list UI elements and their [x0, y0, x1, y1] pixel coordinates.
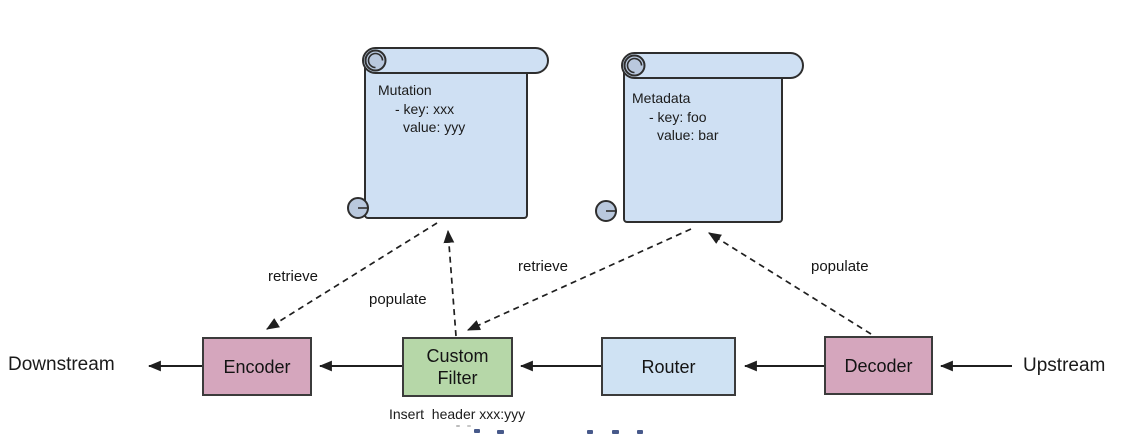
node-label: Encoder [223, 356, 291, 377]
node-label: Custom Filter [426, 346, 489, 388]
populate-label: populate [369, 291, 427, 308]
encoder-node: Encoder [202, 337, 312, 396]
node-label: Router [641, 356, 696, 377]
cropped-content-mark [497, 430, 504, 434]
retrieve-label: retrieve [268, 268, 319, 285]
custom-filter-node: Custom Filter [402, 337, 513, 397]
cropped-content-mark [467, 425, 471, 427]
populate-label: populate [811, 258, 869, 275]
cropped-content-mark [474, 429, 480, 433]
cropped-content-mark [456, 425, 460, 427]
decoder-node: Decoder [824, 336, 933, 395]
node-label: Decoder [844, 355, 913, 376]
scroll-line: value: bar [657, 127, 719, 143]
scroll-line: - key: xxx [395, 100, 455, 117]
cropped-content-mark [587, 430, 593, 434]
metadata-scroll-text: Metadata - key: foo value: bar [632, 89, 718, 145]
cropped-content-mark [637, 430, 643, 434]
router-node: Router [601, 337, 736, 396]
scroll-line: - key: foo [649, 108, 707, 125]
metadata-scroll-shape [595, 52, 804, 223]
scroll-title: Mutation [378, 82, 432, 98]
scroll-line: value: yyy [403, 119, 466, 135]
mutation-scroll-text: Mutation - key: xxx value: yyy [378, 81, 465, 137]
downstream-label: Downstream [8, 354, 115, 375]
arrow-retrieve-mutation-to-encoder [266, 222, 438, 330]
arrow-populate-decoder-to-metadata [708, 232, 872, 335]
cropped-content-mark [612, 430, 619, 434]
mutation-scroll-shape [347, 47, 549, 219]
arrow-retrieve-metadata-to-customfilter [467, 228, 692, 331]
scroll-title: Metadata [632, 90, 691, 106]
upstream-label: Upstream [1023, 355, 1106, 376]
arrow-populate-customfilter-to-mutation [443, 229, 457, 337]
retrieve-label: retrieve [518, 258, 569, 275]
insert-header-annotation: Insert header xxx:yyy [389, 406, 526, 422]
